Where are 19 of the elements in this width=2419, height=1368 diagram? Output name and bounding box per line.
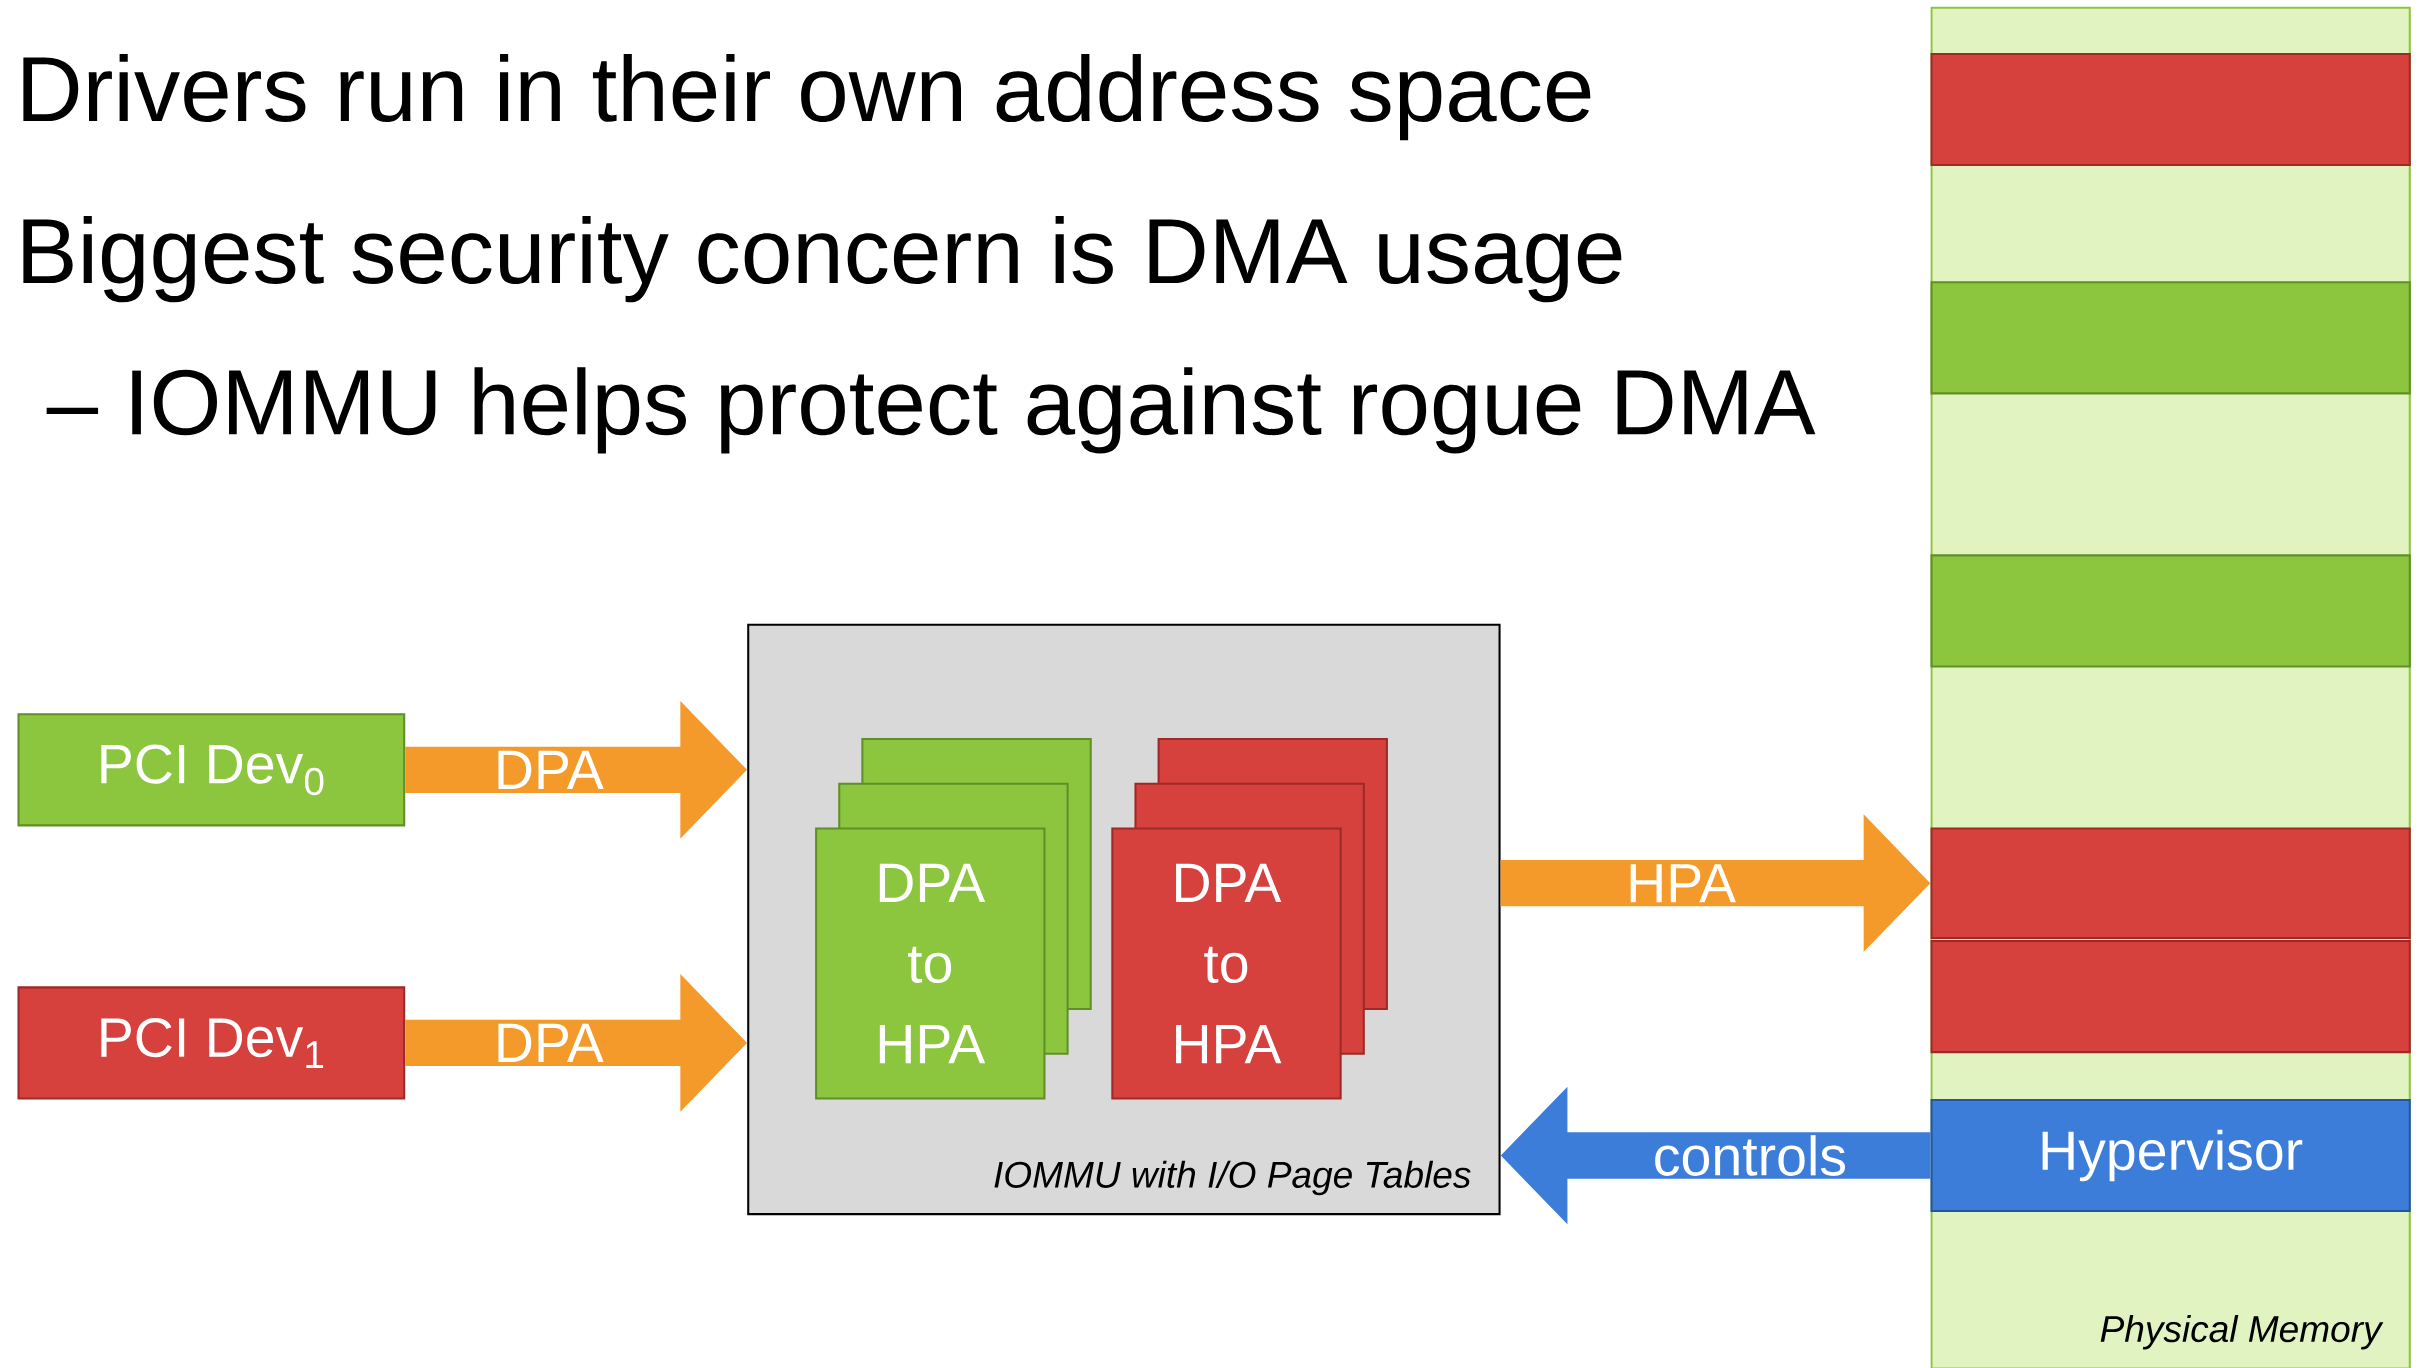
bullet-text: Drivers run in their own address space xyxy=(23,53,1591,141)
bullet-text: Biggest security concern is DMA usage xyxy=(23,215,1622,303)
page-table-stack: DPA to HPA xyxy=(1111,737,1388,1100)
device-box: PCI Dev$_{0}$ xyxy=(17,713,406,827)
memory-bar xyxy=(1930,939,2411,1053)
edge-label: controls xyxy=(1651,1133,1849,1178)
bullet-text: – IOMMU helps protect against rogue DMA xyxy=(46,367,1816,454)
memory-bar xyxy=(1930,827,2411,939)
edge-label: DPA xyxy=(492,748,606,791)
hypervisor-box: Hypervisor xyxy=(1930,1098,2411,1212)
node-label: HPA xyxy=(879,1024,986,1063)
edge-label: DPA xyxy=(492,1021,606,1064)
device-box: PCI Dev$_{1}$ xyxy=(17,986,406,1100)
memory-bar xyxy=(1930,281,2411,395)
memory-bar xyxy=(1930,554,2411,668)
memory-bar xyxy=(1930,52,2411,166)
edge-label: HPA xyxy=(1624,862,1738,904)
node-label: HPA xyxy=(1176,1024,1282,1063)
page-table-stack: DPA to HPA xyxy=(815,737,1092,1100)
